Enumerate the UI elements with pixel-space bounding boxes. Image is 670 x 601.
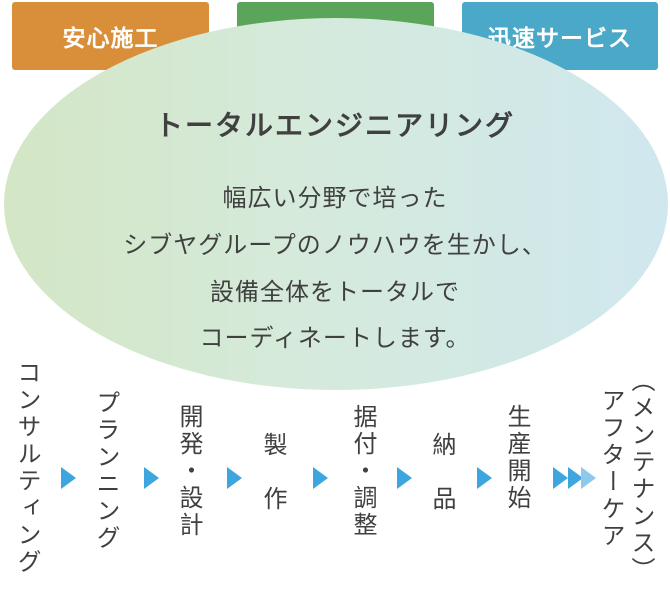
step-production-start: 生産開始 xyxy=(503,404,531,512)
step-maintenance: （メンテナンス） xyxy=(627,368,655,584)
step-manufacturing: 製 作 xyxy=(259,432,287,513)
description-line-2: シブヤグループのノウハウを生かし、 xyxy=(123,231,547,259)
flow-arrow-4 xyxy=(313,467,328,489)
step-consulting: コンサルティング xyxy=(13,360,41,576)
flow-arrow-1 xyxy=(61,467,76,489)
flow-arrow-6 xyxy=(477,467,492,489)
flow-arrow-9 xyxy=(581,467,596,489)
flow-arrow-3 xyxy=(227,467,242,489)
step-delivery: 納 品 xyxy=(428,432,456,513)
step-installation-adjustment: 据付・調整 xyxy=(349,404,377,539)
description-line-1: 幅広い分野で培った xyxy=(222,184,448,212)
concept-ellipse xyxy=(4,18,668,390)
description-line-4: コーディネートします。 xyxy=(199,324,471,352)
flow-arrow-8 xyxy=(568,467,583,489)
description-line-3: 設備全体をトータルで xyxy=(210,278,460,306)
badge-safe-construction: 安心施工 xyxy=(12,2,209,70)
step-after-care: アフターケア xyxy=(597,388,625,550)
step-development-design: 開発・設計 xyxy=(175,404,203,539)
step-planning: プランニング xyxy=(92,390,120,552)
flow-arrow-5 xyxy=(397,467,412,489)
flow-arrow-2 xyxy=(144,467,159,489)
ellipse-title: トータルエンジニアリング xyxy=(154,109,515,142)
flow-arrow-7 xyxy=(553,467,568,489)
